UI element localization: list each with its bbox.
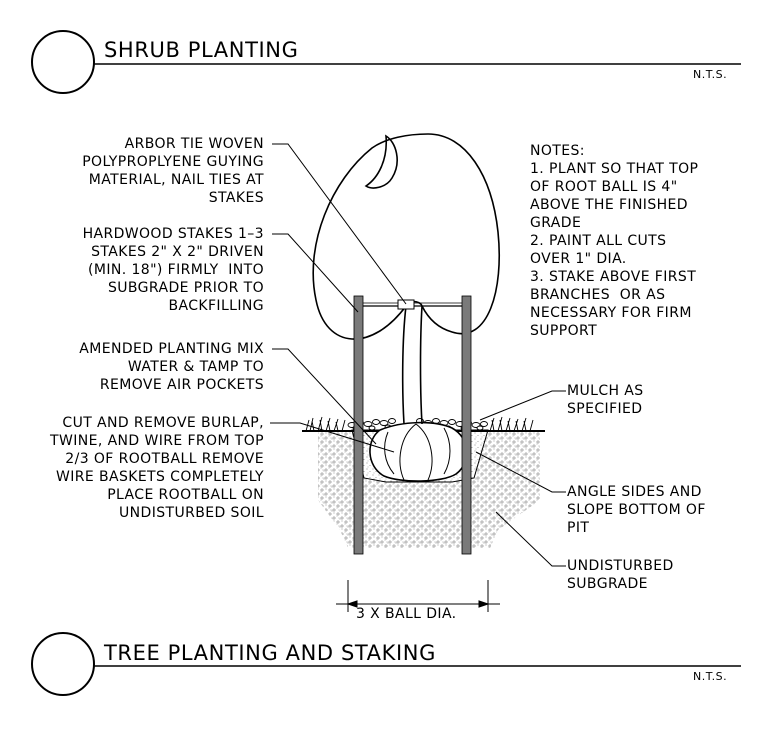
leader-angle-sides	[475, 451, 566, 493]
callout-mulch: MULCH AS SPECIFIED	[567, 383, 644, 417]
upper-detail-scale: N.T.S.	[693, 68, 728, 81]
hardwood-stake-right	[461, 295, 472, 555]
leader-arbor-tie	[272, 143, 407, 305]
callout-burlap: CUT AND REMOVE BURLAP, TWINE, AND WIRE F…	[50, 415, 264, 521]
callout-planting-mix: AMENDED PLANTING MIX WATER & TAMP TO REM…	[79, 341, 264, 393]
lower-detail-bubble	[31, 632, 95, 696]
leader-subgrade	[495, 511, 566, 567]
grass-right	[489, 416, 534, 432]
notes-block: NOTES: 1. PLANT SO THAT TOP OF ROOT BALL…	[530, 143, 699, 339]
leader-mulch	[479, 390, 566, 421]
callout-arbor-tie: ARBOR TIE WOVEN POLYPROPLYENE GUYING MAT…	[82, 136, 264, 206]
lower-detail-scale: N.T.S.	[693, 670, 728, 683]
leader-hardwood-stakes	[272, 233, 359, 313]
dimension-label: 3 X BALL DIA.	[356, 606, 457, 622]
lower-detail-title: TREE PLANTING AND STAKING	[104, 641, 436, 665]
callout-hardwood-stakes: HARDWOOD STAKES 1–3 STAKES 2" X 2" DRIVE…	[82, 226, 264, 314]
dimension-line	[336, 580, 500, 612]
leader-burlap	[270, 422, 395, 453]
root-ball	[369, 421, 468, 482]
tree-trunk	[401, 305, 423, 425]
callout-subgrade: UNDISTURBED SUBGRADE	[567, 558, 674, 592]
grass-left	[305, 416, 346, 432]
callout-angle-sides: ANGLE SIDES AND SLOPE BOTTOM OF PIT	[567, 484, 706, 536]
leader-lines	[270, 143, 566, 567]
upper-detail-title: SHRUB PLANTING	[104, 38, 299, 62]
upper-detail-bubble	[31, 30, 95, 94]
leader-planting-mix	[272, 348, 377, 445]
lower-title-block	[31, 632, 741, 696]
tree-canopy	[312, 133, 501, 340]
arbor-tie	[359, 299, 466, 310]
upper-title-block	[31, 30, 741, 94]
